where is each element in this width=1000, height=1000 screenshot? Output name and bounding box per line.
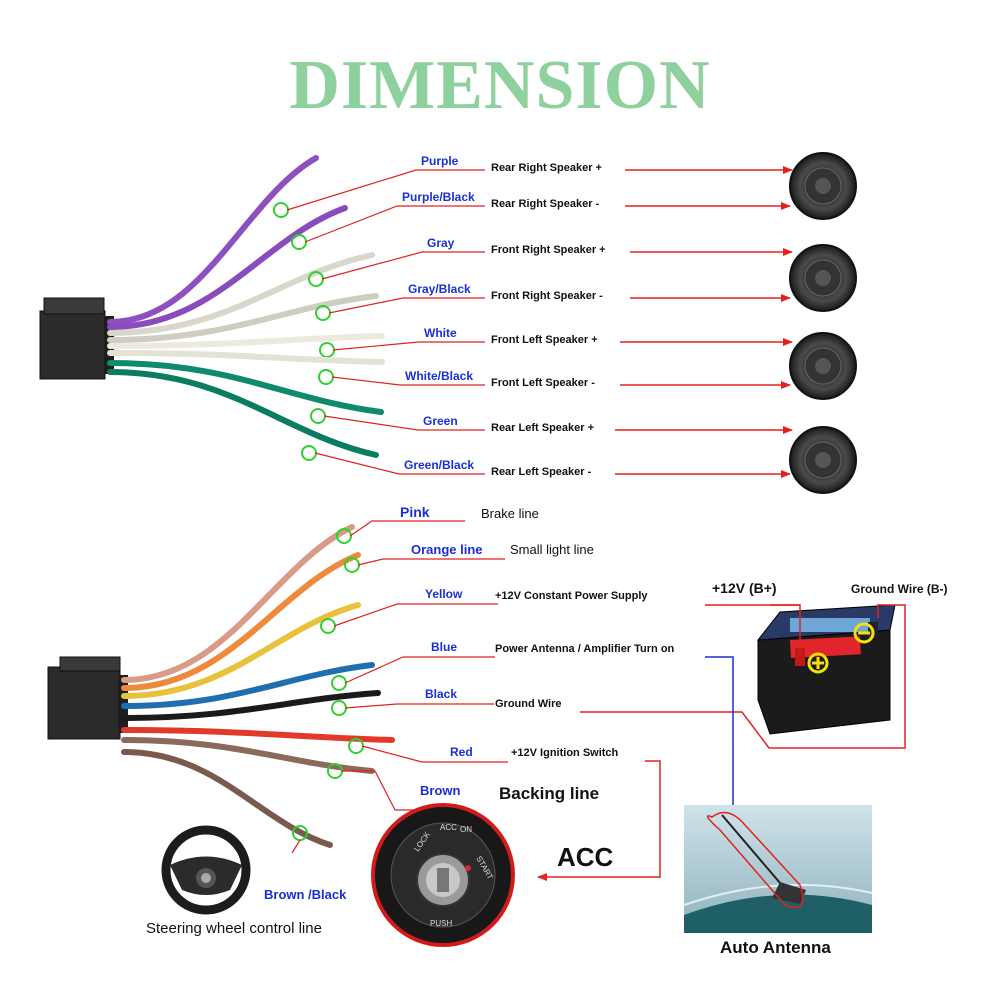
leader-line (344, 656, 495, 684)
page-title: DIMENSION (289, 47, 711, 124)
wire-4 (107, 333, 385, 349)
leader-line (349, 520, 465, 537)
leader-line (321, 251, 485, 280)
bottom-connector (47, 656, 128, 740)
wire-function-label: Power Antenna / Amplifier Turn on (495, 643, 675, 655)
wire-color-label: Orange line (411, 542, 483, 557)
wire-0 (107, 155, 319, 325)
leader-line (323, 415, 485, 431)
wire-5 (107, 350, 385, 365)
connection-marker (331, 700, 347, 716)
leader-line (304, 205, 485, 243)
wire-color-label: Brown /Black (264, 887, 347, 902)
connection-marker (301, 445, 317, 461)
acc-label: ACC (557, 842, 614, 872)
antenna-turn-on-line (705, 656, 737, 817)
bottom-wires (121, 524, 395, 848)
wire-function-label: Front Right Speaker + (491, 244, 606, 256)
ground-line (580, 604, 906, 749)
wire-4 (121, 690, 381, 721)
wire-color-label: White/Black (405, 369, 474, 383)
wire-function-label: Rear Right Speaker - (491, 198, 600, 210)
wire-color-label: Gray/Black (408, 282, 471, 296)
wire-function-label: Ground Wire (495, 698, 562, 710)
wire-function-label: Rear Right Speaker + (491, 162, 602, 174)
wire-0 (121, 524, 355, 683)
wire-1 (107, 205, 348, 330)
ignition-switch-icon (371, 803, 515, 947)
leader-line (344, 703, 494, 709)
leader-line (333, 603, 498, 627)
speaker-icon (789, 244, 857, 312)
wire-1 (121, 552, 361, 691)
connection-marker (318, 369, 334, 385)
wire-function-label: Front Left Speaker + (491, 334, 598, 346)
wire-function-label: Steering wheel control line (146, 920, 322, 937)
top-wires (107, 155, 385, 461)
wire-2 (107, 252, 375, 336)
wire-function-label: Front Left Speaker - (491, 377, 595, 389)
steering-wheel-icon (161, 825, 251, 915)
connection-marker (320, 618, 336, 634)
speaker-icon (789, 152, 857, 220)
antenna-photo (683, 805, 873, 933)
wire-function-label: +12V Constant Power Supply (495, 590, 648, 602)
wire-color-label: Red (450, 745, 473, 759)
antenna-caption: Auto Antenna (720, 938, 831, 957)
top-connector (39, 297, 114, 380)
wire-color-label: Black (425, 687, 458, 701)
wire-3 (107, 293, 379, 343)
leader-line (314, 452, 485, 475)
wire-3 (121, 662, 375, 709)
battery-positive-label: +12V (B+) (712, 580, 777, 596)
wire-color-label: Green (423, 414, 458, 428)
connection-marker (291, 234, 307, 250)
wire-function-label: Rear Left Speaker - (491, 466, 592, 478)
wire-color-label: Blue (431, 640, 458, 654)
leader-line (332, 341, 485, 351)
wire-color-label: Green/Black (404, 458, 475, 472)
wire-function-label: Brake line (481, 506, 539, 521)
wire-function-label: Rear Left Speaker + (491, 422, 595, 434)
wire-7 (107, 369, 379, 458)
leader-line (357, 558, 505, 566)
wire-color-label: Pink (400, 504, 430, 520)
wire-color-label: White (424, 326, 457, 340)
bottom-leader-lines (291, 520, 508, 854)
leader-line (361, 745, 508, 763)
wire-function-label: Front Right Speaker - (491, 290, 603, 302)
wire-color-label: Purple/Black (402, 190, 475, 204)
wire-color-label: Yellow (425, 587, 463, 601)
top-leader-lines (286, 166, 793, 478)
connection-marker (273, 202, 289, 218)
battery-negative-label: Ground Wire (B-) (851, 582, 948, 596)
acc-line (537, 760, 661, 881)
wire-color-label: Gray (427, 236, 455, 250)
wire-function-label: Backing line (499, 784, 600, 803)
wire-function-label: +12V Ignition Switch (511, 747, 619, 759)
connection-marker (310, 408, 326, 424)
leader-line (291, 839, 301, 854)
wire-color-label: Brown (420, 783, 461, 798)
connection-marker (331, 675, 347, 691)
connection-marker (319, 342, 335, 358)
speaker-icon (789, 426, 857, 494)
speaker-icon (789, 332, 857, 400)
wire-6 (107, 360, 384, 415)
battery-icon (756, 604, 896, 735)
leader-line (328, 297, 485, 314)
wire-2 (121, 602, 361, 699)
wire-color-label: Purple (421, 154, 459, 168)
leader-line (331, 376, 485, 386)
wire-function-label: Small light line (510, 542, 594, 557)
leader-line (286, 169, 485, 211)
wire-7 (121, 749, 333, 848)
